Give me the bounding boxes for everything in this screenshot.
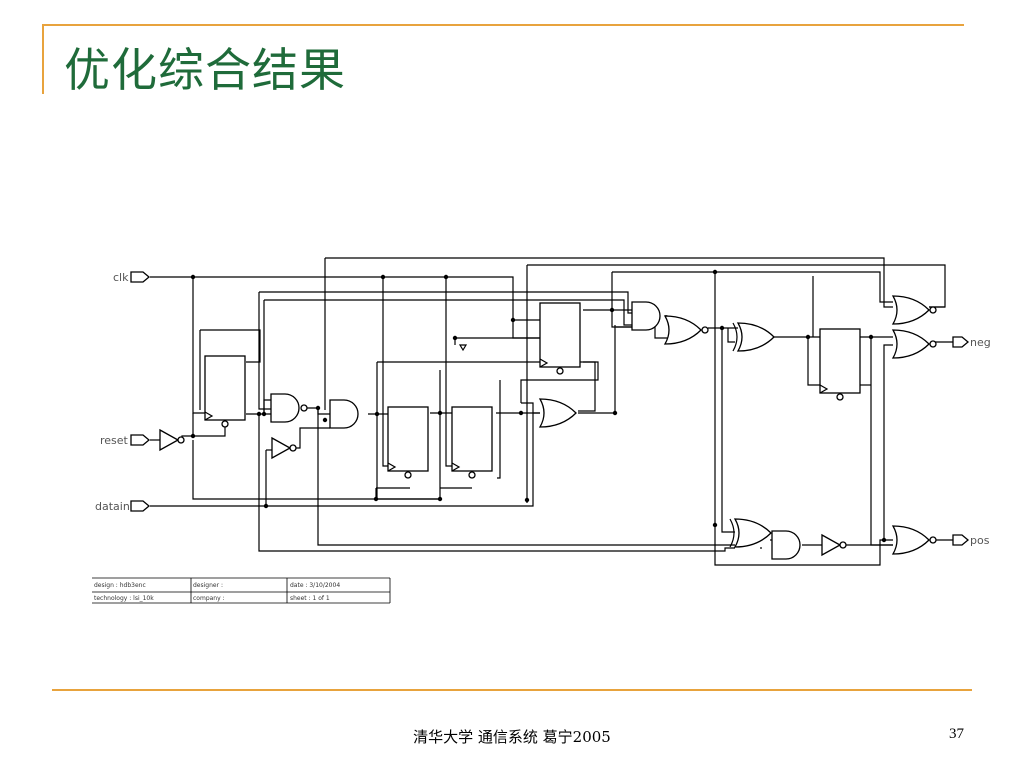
junction-dots	[190, 269, 887, 543]
port-datain: datain	[95, 500, 151, 513]
footer-text: 清华大学 通信系统 葛宁2005	[413, 728, 611, 746]
title-block-designer: designer :	[193, 582, 223, 589]
port-neg-label: neg	[970, 336, 991, 349]
flip-flop-4	[539, 302, 581, 375]
slide-title: 优化综合结果	[64, 43, 346, 97]
port-pos: pos	[952, 534, 990, 547]
inverter-reset	[159, 428, 185, 452]
title-frame-top	[42, 24, 964, 26]
flip-flop-5	[819, 328, 861, 401]
title-block: design : hdb3enc designer : date : 3/10/…	[92, 577, 391, 604]
and-gate-3	[631, 301, 661, 331]
title-block-design: design : hdb3enc	[94, 582, 146, 589]
port-reset-label: reset	[100, 434, 129, 447]
xor-gate-1	[732, 322, 775, 352]
port-neg: neg	[952, 336, 991, 349]
title-block-company: company :	[193, 595, 225, 602]
title-frame-left	[42, 24, 44, 94]
inverter-2	[271, 436, 297, 460]
or-gate-neg	[892, 329, 937, 359]
and-gate-2	[329, 399, 359, 429]
xor-gate-2	[729, 518, 772, 548]
port-clk: clk	[113, 271, 151, 284]
slide-number: 37	[949, 726, 964, 742]
or-gate-1	[539, 398, 577, 428]
flip-flop-3	[451, 406, 493, 479]
port-clk-label: clk	[113, 271, 129, 284]
flip-flop-1	[204, 355, 246, 428]
or-gate-2	[664, 315, 709, 345]
title-block-technology: technology : lsi_10k	[94, 595, 154, 602]
title-block-date: date : 3/10/2004	[290, 582, 340, 589]
nor-gate-top	[892, 295, 937, 325]
and-gate-1	[270, 393, 308, 423]
flip-flop-2	[387, 406, 429, 479]
inverter-3	[821, 533, 847, 557]
port-reset: reset	[100, 434, 151, 447]
port-pos-label: pos	[970, 534, 990, 547]
title-block-sheet: sheet : 1 of 1	[290, 595, 330, 602]
port-datain-label: datain	[95, 500, 130, 513]
or-gate-pos	[892, 525, 937, 555]
and-gate-4	[771, 530, 801, 560]
footer-rule	[52, 689, 972, 691]
